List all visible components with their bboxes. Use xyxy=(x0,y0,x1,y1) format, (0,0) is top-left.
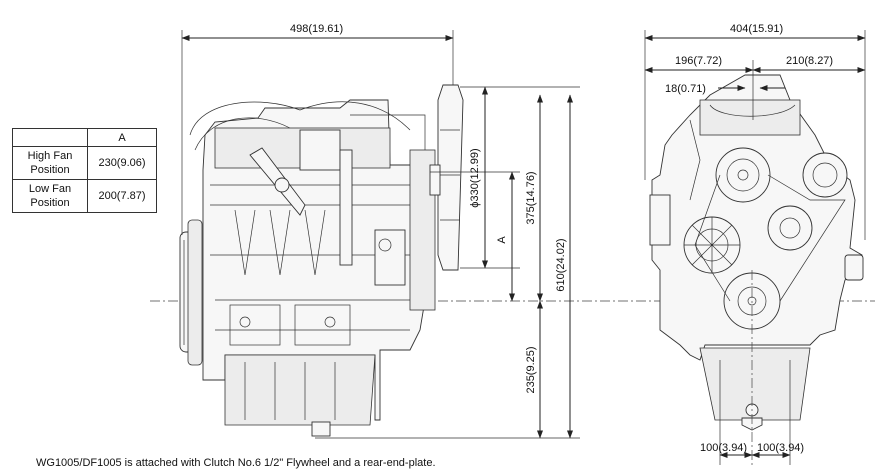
side-view-engine xyxy=(179,84,464,437)
dimension-lines xyxy=(181,35,866,458)
table-header-row: A xyxy=(12,128,157,147)
table-header-a: A xyxy=(87,128,157,147)
table-header-blank xyxy=(12,128,88,147)
dim-front-right: 210(8.27) xyxy=(786,55,833,67)
row-label-high-fan: High Fan Position xyxy=(12,146,88,180)
fan-position-table: A High Fan Position 230(9.06) Low Fan Po… xyxy=(12,128,157,213)
dim-height-375: 375(14.76) xyxy=(525,171,537,224)
dim-height-610: 610(24.02) xyxy=(555,238,567,291)
row-value-low-fan: 200(7.87) xyxy=(87,179,157,213)
dim-height-235: 235(9.25) xyxy=(525,346,537,393)
dim-offset-18: 18(0.71) xyxy=(665,83,706,95)
footnote: WG1005/DF1005 is attached with Clutch No… xyxy=(36,457,436,469)
extension-lines xyxy=(181,30,866,465)
row-value-high-fan: 230(9.06) xyxy=(87,146,157,180)
table-row: High Fan Position 230(9.06) xyxy=(12,146,157,180)
dim-front-width: 404(15.91) xyxy=(730,23,783,35)
dim-base-left: 100(3.94) xyxy=(700,442,747,454)
table-row: Low Fan Position 200(7.87) xyxy=(12,179,157,213)
row-label-line: High Fan xyxy=(27,150,73,162)
dim-fan-height-a: A xyxy=(496,236,508,244)
dim-flywheel-diameter: ϕ330(12.99) xyxy=(469,148,481,207)
front-view-engine xyxy=(649,74,864,431)
dim-front-left: 196(7.72) xyxy=(675,55,722,67)
row-label-line: Position xyxy=(30,197,70,209)
row-label-line: Low Fan xyxy=(28,183,72,195)
row-label-low-fan: Low Fan Position xyxy=(12,179,88,213)
row-label-line: Position xyxy=(30,164,70,176)
dim-side-length: 498(19.61) xyxy=(290,23,343,35)
dim-base-right: 100(3.94) xyxy=(757,442,804,454)
